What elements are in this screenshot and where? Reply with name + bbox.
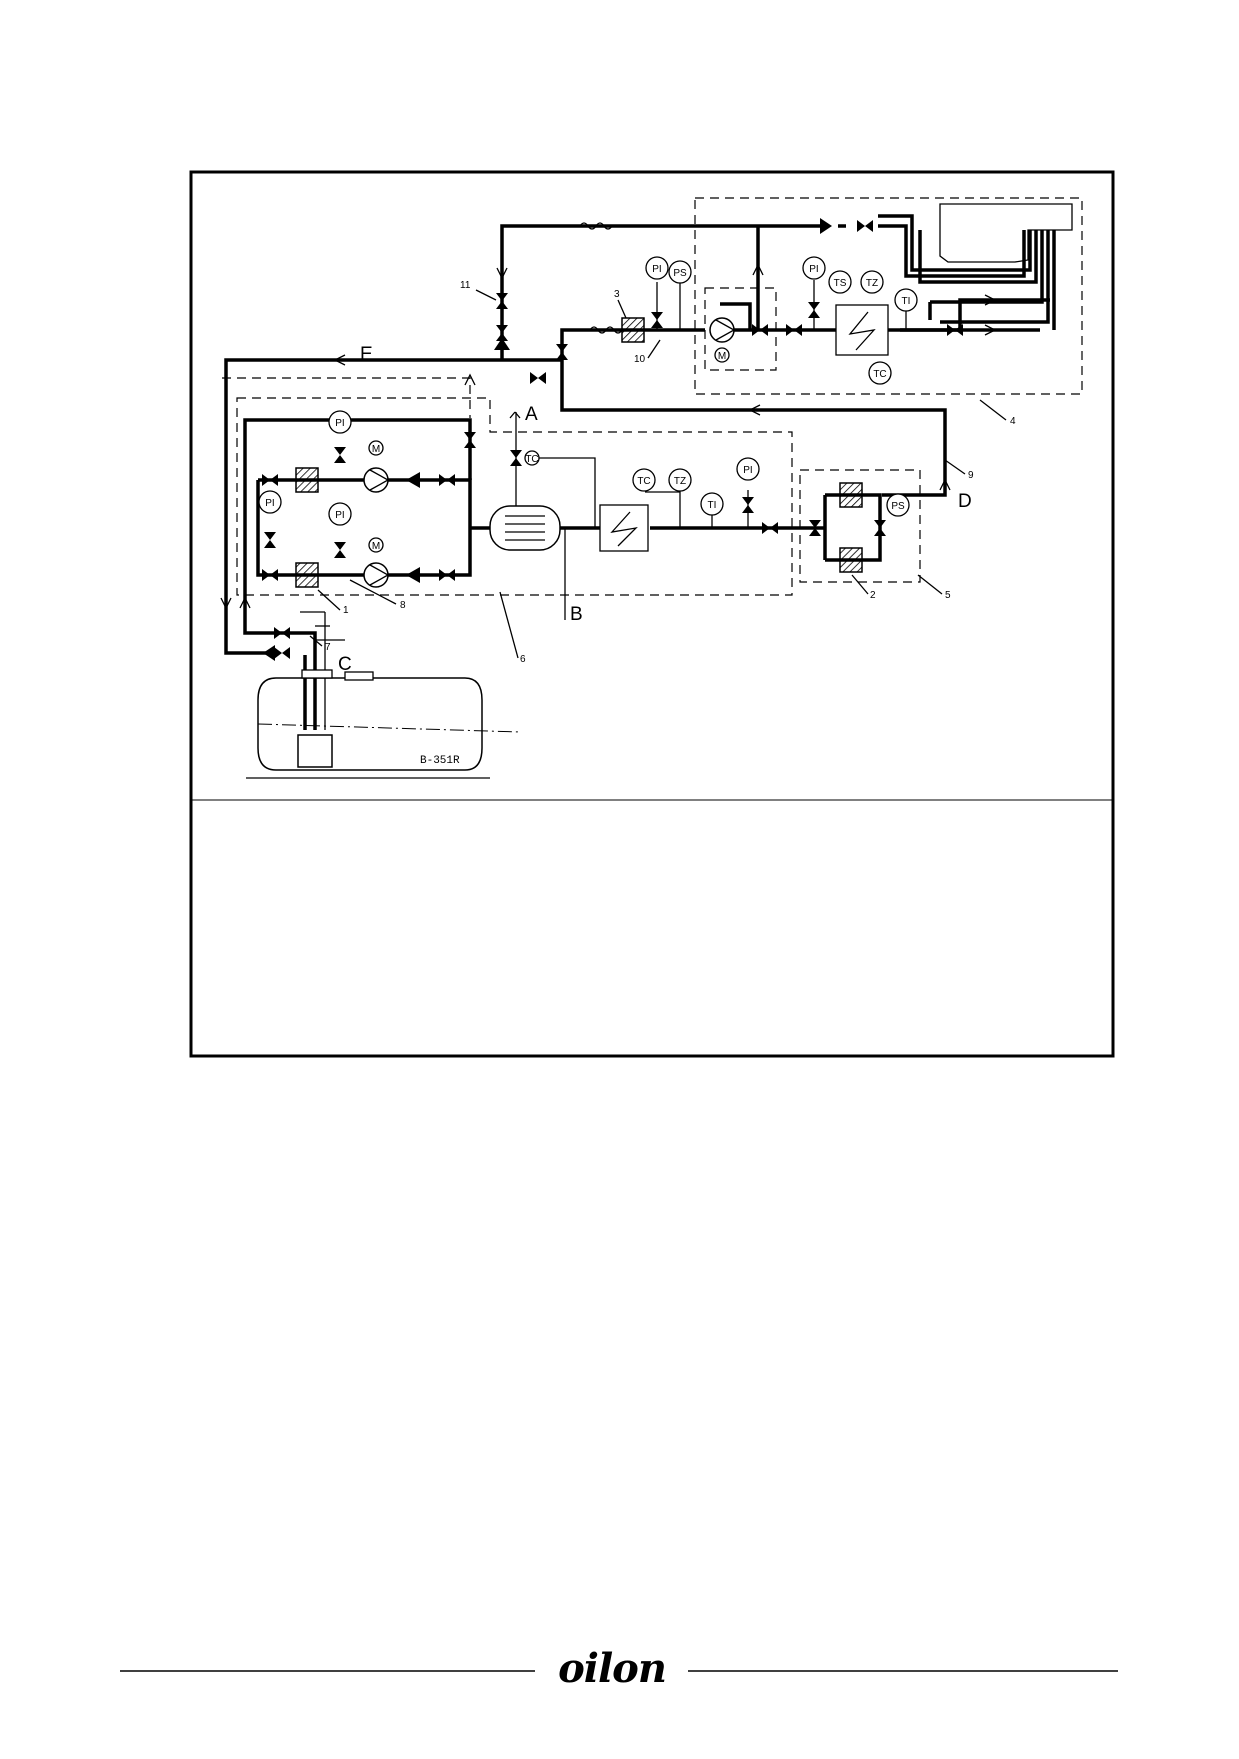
item-number-5: 5 [945, 590, 951, 601]
tank-label: B-351R [420, 755, 460, 767]
svg-text:M: M [372, 444, 380, 455]
item-number-6: 6 [520, 654, 526, 665]
svg-text:PS: PS [673, 268, 687, 279]
instrument-pi: PI [328, 502, 352, 526]
stream-label-a: A [525, 404, 538, 425]
item-number-3: 3 [614, 289, 620, 300]
instrument-pi: PI [258, 490, 282, 514]
item-number-1: 1 [343, 605, 349, 616]
instrument-tz: TZ [860, 270, 884, 294]
instrument-pi: PI [802, 256, 826, 280]
instrument-ti: TI [700, 492, 724, 516]
svg-text:TC: TC [873, 369, 886, 380]
storage-tank [246, 669, 521, 779]
stream-label-e: E [360, 344, 373, 365]
brand-logo: oilon [558, 1645, 666, 1692]
item-number-4: 4 [1010, 416, 1016, 427]
item-numbers: 1 2 3 4 5 6 7 8 9 10 11 [309, 280, 1016, 665]
instrument-tc: TC [632, 468, 656, 492]
svg-text:PS: PS [891, 501, 905, 512]
item-number-10: 10 [634, 354, 646, 365]
instrument-m: M [714, 347, 730, 363]
instrument-pi: PI [736, 457, 760, 481]
electric-heaters [599, 304, 889, 552]
thin-lines [300, 280, 907, 730]
stream-label-c: C [338, 654, 352, 675]
svg-text:TZ: TZ [674, 476, 686, 487]
flow-arrows [220, 263, 997, 610]
instrument-tc: TC [868, 361, 892, 385]
svg-text:M: M [372, 541, 380, 552]
instrument-ts: TS [828, 270, 852, 294]
pumps [363, 317, 736, 588]
instrument-m: M [368, 537, 384, 553]
svg-text:TS: TS [834, 278, 847, 289]
instrument-tz: TZ [668, 468, 692, 492]
stream-arrow-a [509, 411, 521, 419]
stream-label-b: B [570, 604, 583, 625]
drawing-frame [189, 170, 1115, 1058]
check-valves [263, 218, 832, 661]
svg-text:TI: TI [902, 296, 911, 307]
valves [262, 220, 963, 659]
svg-text:PI: PI [335, 418, 344, 429]
item-number-11: 11 [460, 280, 471, 291]
svg-text:PI: PI [652, 264, 661, 275]
svg-text:TI: TI [708, 500, 717, 511]
svg-text:PI: PI [335, 510, 344, 521]
instrument-m: M [368, 440, 384, 456]
instruments: PI PS PI TS TZ TI TC M PI M PI PI M TC T… [258, 256, 918, 553]
svg-text:TZ: TZ [866, 278, 878, 289]
stream-label-d: D [958, 491, 972, 512]
stream-labels: A B C D E [338, 344, 972, 675]
item-number-2: 2 [870, 590, 876, 601]
burner-outline [939, 203, 1073, 263]
piping [224, 214, 1056, 730]
svg-text:PI: PI [265, 498, 274, 509]
svg-text:PI: PI [809, 264, 818, 275]
instrument-tc: TC [524, 450, 540, 466]
footer: oilon [120, 1645, 1118, 1692]
svg-text:PI: PI [743, 465, 752, 476]
heat-exchanger [489, 505, 561, 551]
flex-hoses [579, 222, 623, 334]
svg-text:TC: TC [637, 476, 650, 487]
svg-text:M: M [718, 351, 726, 362]
instrument-pi: PI [328, 410, 352, 434]
instrument-ps: PS [886, 493, 910, 517]
item-number-7: 7 [325, 642, 331, 653]
instrument-ti: TI [894, 288, 918, 312]
filters [295, 317, 863, 588]
instrument-ps: PS [668, 260, 692, 284]
item-number-8: 8 [400, 600, 406, 611]
item-number-9: 9 [968, 470, 974, 481]
instrument-pi: PI [645, 256, 669, 280]
svg-text:TC: TC [525, 454, 538, 465]
